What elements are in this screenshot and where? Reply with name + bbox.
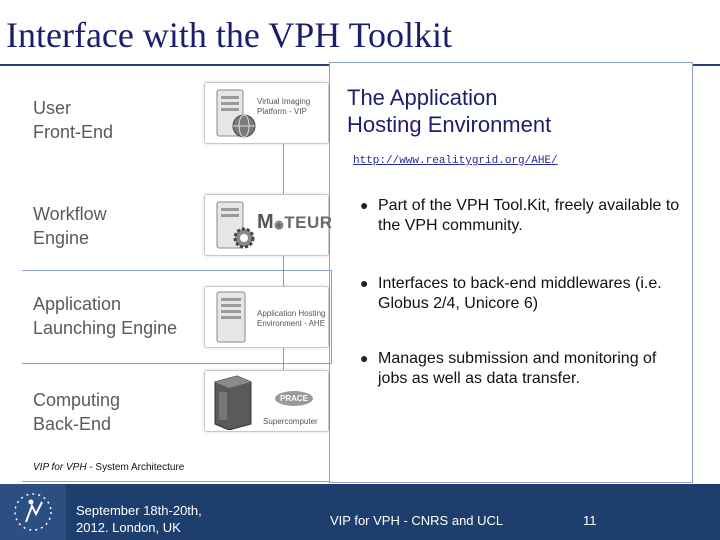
- slide-title: Interface with the VPH Toolkit: [6, 15, 453, 55]
- ahe-panel: [329, 62, 693, 483]
- bullet-text: Part of the VPH Tool.Kit, freely availab…: [378, 197, 680, 234]
- ahe-tile: Application Hosting Environment - AHE: [204, 286, 329, 348]
- moteur-prefix: M: [257, 211, 275, 233]
- supercomputer-tile: PRACE Supercomputer: [204, 370, 329, 432]
- footer-bar: [0, 484, 720, 540]
- moteur-logo: M◉TEUR: [257, 211, 333, 233]
- moteur-tile: M◉TEUR: [204, 194, 332, 256]
- gear-icon: [233, 227, 255, 249]
- diagram-caption: VIP for VPH - System Architecture: [33, 462, 184, 473]
- page-number: 11: [583, 513, 597, 528]
- bullet-icon: ●: [360, 275, 369, 291]
- bullet-text: Manages submission and monitoring of job…: [378, 350, 657, 387]
- bullet-icon: ●: [360, 350, 369, 366]
- application-layer-highlight: [22, 270, 332, 364]
- vip-caption: Virtual Imaging Platform - VIP: [257, 97, 311, 116]
- globe-icon: [232, 114, 256, 138]
- layer-label-computing-back-end: Computing Back-End: [33, 390, 121, 434]
- footer-date: September 18th-20th, 2012. London, UK: [76, 503, 202, 535]
- layer-label-user-front-end: User Front-End: [33, 98, 114, 142]
- ahe-caption: Application Hosting Environment - AHE: [257, 309, 326, 328]
- bullet-text: Interfaces to back-end middlewares (i.e.…: [378, 275, 662, 312]
- vip-tile: Virtual Imaging Platform - VIP: [204, 82, 329, 144]
- moteur-word: TEUR: [284, 213, 333, 232]
- ahe-link[interactable]: http://www.realitygrid.org/AHE/: [353, 155, 558, 167]
- layer-label-application-launching-engine: Application Launching Engine: [33, 294, 178, 338]
- supercomputer-icon: [214, 375, 252, 430]
- supercomputer-caption: Supercomputer: [263, 417, 318, 426]
- panel-title: The Application Hosting Environment: [347, 85, 552, 137]
- bullet-icon: ●: [360, 197, 369, 213]
- prace-badge: PRACE: [275, 391, 314, 406]
- server-icon: [216, 291, 246, 343]
- caption-rest: - System Architecture: [86, 462, 185, 473]
- caption-italic: VIP for VPH: [33, 462, 87, 473]
- layer-label-workflow-engine: Workflow Engine: [33, 204, 107, 248]
- vph-logo-icon: [0, 484, 66, 540]
- architecture-connector: [283, 140, 284, 372]
- footer-project: VIP for VPH - CNRS and UCL: [330, 513, 504, 528]
